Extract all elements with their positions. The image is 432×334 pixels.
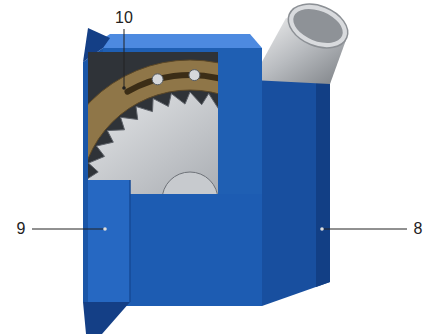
leader-dot — [320, 227, 324, 231]
adjust-slot — [128, 75, 219, 92]
blade-cover — [88, 60, 218, 194]
side-strip — [88, 180, 130, 302]
leader-dot — [103, 227, 107, 231]
side-edge — [316, 70, 330, 287]
lower-panel — [130, 194, 262, 306]
screw — [189, 70, 200, 81]
blade-group — [88, 60, 218, 194]
leader-line — [322, 229, 407, 230]
callout-number: 9 — [17, 220, 26, 238]
blade-hub — [162, 172, 218, 194]
leader-line — [32, 229, 105, 230]
pipe-rim — [282, 0, 354, 56]
panel-edge — [129, 180, 131, 302]
leader-line — [124, 29, 125, 88]
callout-number: 10 — [115, 9, 133, 27]
callout-number: 8 — [414, 220, 423, 238]
side-face — [262, 70, 330, 306]
bottom-flap — [83, 302, 130, 334]
top-face — [98, 34, 262, 48]
screw — [152, 74, 163, 85]
leader-dot — [122, 86, 126, 90]
pipe-opening — [288, 2, 347, 49]
